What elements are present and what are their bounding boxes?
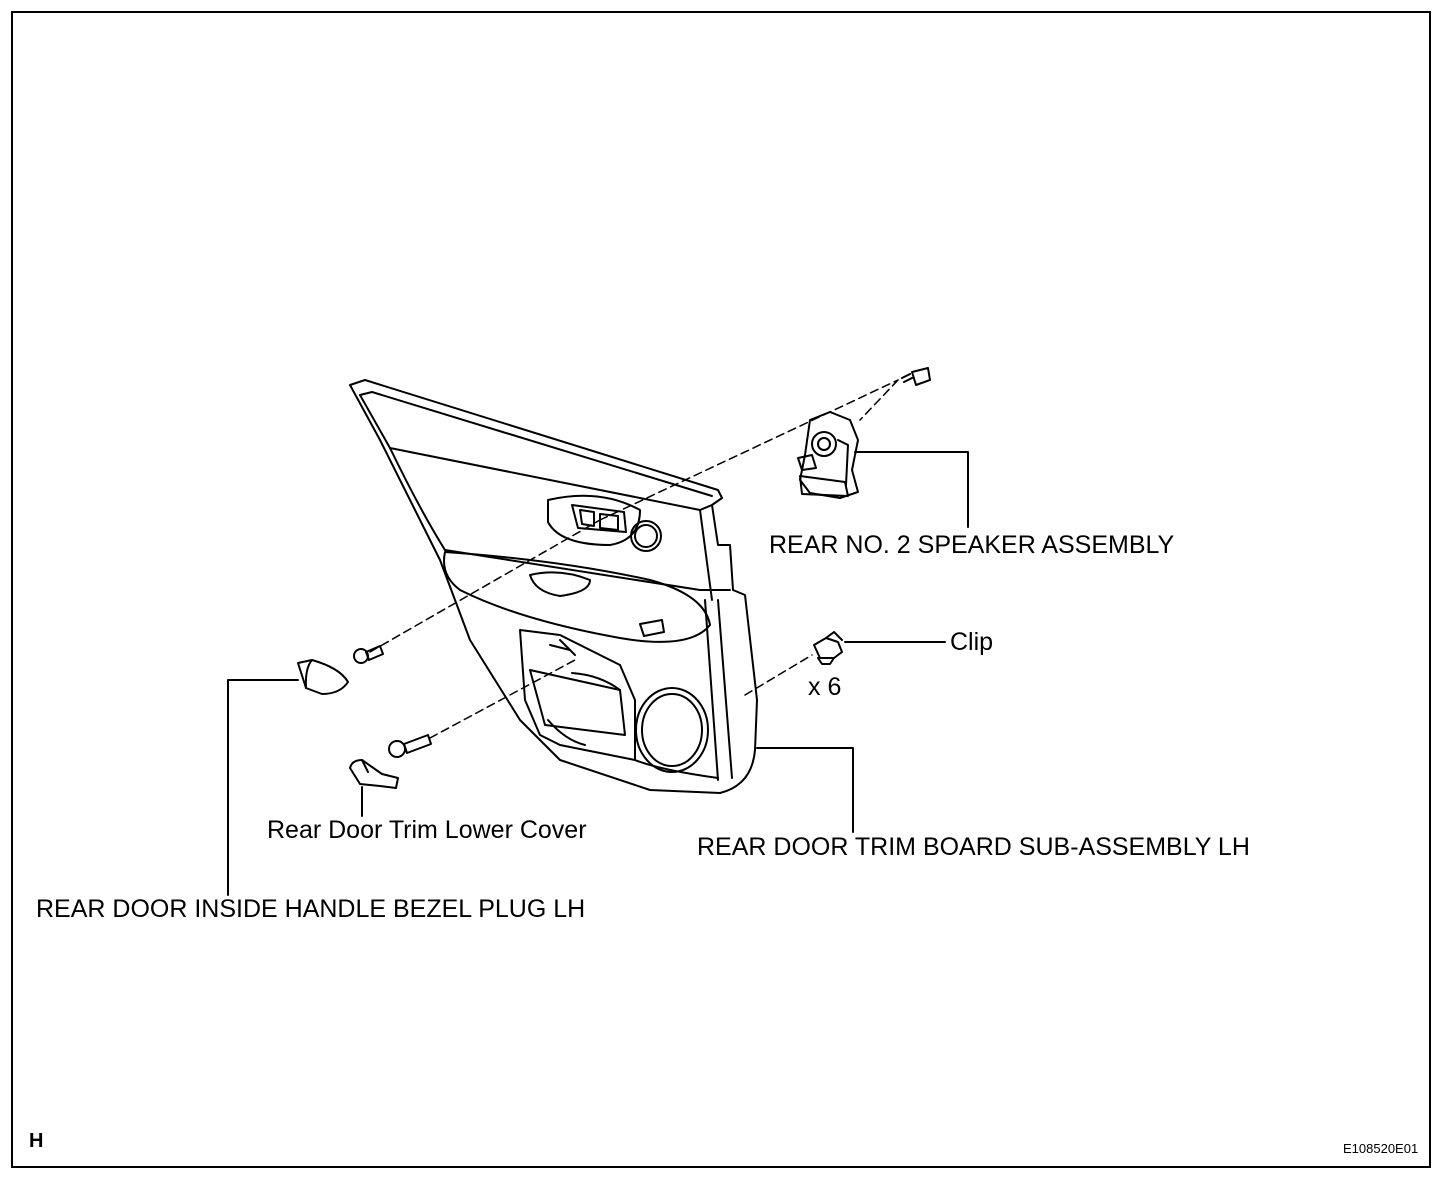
rear-speaker-assembly-drawing [797,367,931,499]
diagram-frame [11,11,1431,1168]
trim-board-label: REAR DOOR TRIM BOARD SUB-ASSEMBLY LH [697,833,1250,861]
clip-label: Clip [950,628,994,656]
corner-mark: H [29,1130,44,1152]
lower-cover-label: Rear Door Trim Lower Cover [267,816,587,844]
speaker-assembly-label: REAR NO. 2 SPEAKER ASSEMBLY [769,531,1175,559]
installation-lines [369,379,899,739]
leader-lines [227,451,969,896]
clip-count-label: x 6 [808,673,842,701]
bezel-plug-drawing [297,659,349,695]
lower-cover-screw-drawing [388,734,432,758]
clip-drawing [813,631,843,665]
lower-cover-drawing [349,759,399,789]
bezel-plug-label: REAR DOOR INSIDE HANDLE BEZEL PLUG LH [36,895,586,923]
figure-code: E108520E01 [1343,1141,1419,1156]
bezel-plug-screw-drawing [353,645,384,664]
door-trim-board-drawing [349,379,758,794]
